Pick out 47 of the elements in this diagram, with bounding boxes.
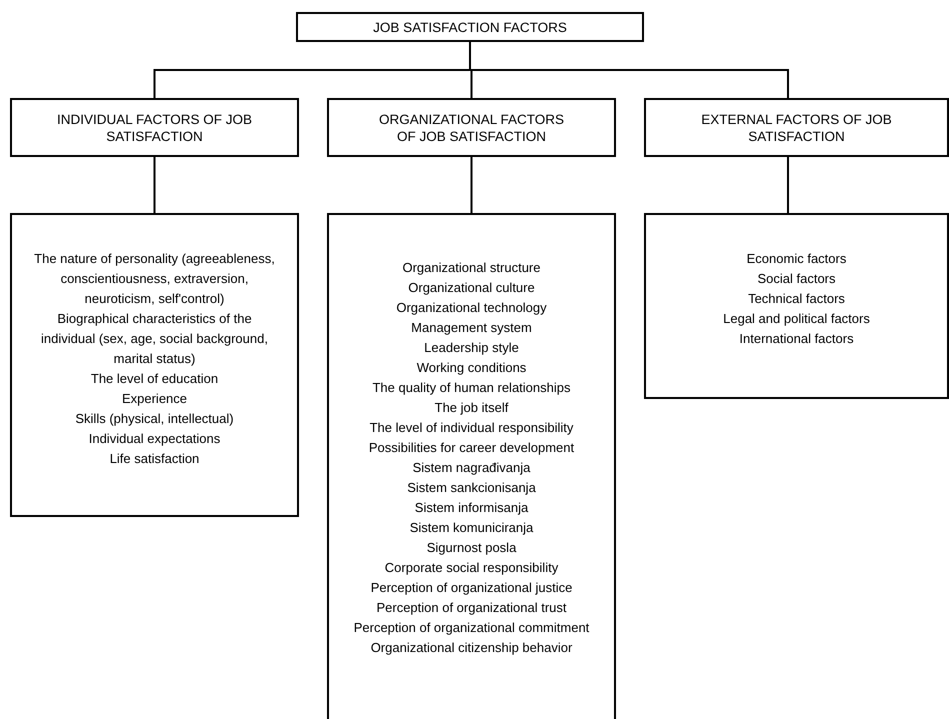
factor-item: Sistem informisanja: [414, 499, 528, 517]
factor-item: Economic factors: [746, 250, 846, 268]
factor-item: Individual expectations: [88, 430, 220, 448]
factor-item: The nature of personality (agreeableness, conscientiousness, extraversion, neuroticism, self'control): [34, 250, 275, 308]
factor-item: The job itself: [434, 399, 508, 417]
factor-item: Sistem nagrađivanja: [412, 459, 530, 477]
factor-item: The quality of human relationships: [372, 379, 570, 397]
factor-item: Sistem sankcionisanja: [407, 479, 536, 497]
root-box: [296, 12, 644, 42]
factor-item: Leadership style: [424, 339, 519, 357]
factor-item: Social factors: [757, 270, 836, 288]
connector-line: [470, 157, 472, 213]
category-box: [327, 98, 616, 157]
factor-item: Life satisfaction: [110, 450, 200, 468]
factor-item: The level of individual responsibility: [370, 419, 574, 437]
factor-item: Perception of organizational justice: [370, 579, 572, 597]
box-title: INDIVIDUAL FACTORS OF JOB SATISFACTION: [56, 110, 254, 144]
factor-item: Organizational technology: [396, 299, 547, 317]
factor-item: Corporate social responsibility: [384, 559, 558, 577]
factor-item: International factors: [739, 330, 854, 348]
factor-list-box: [10, 213, 299, 517]
factor-list-box: [327, 213, 616, 719]
factor-item: Management system: [411, 319, 532, 337]
box-title: ORGANIZATIONAL FACTORS OF JOB SATISFACTION: [378, 110, 566, 144]
factor-item: Perception of organizational commitment: [354, 619, 590, 637]
connector-line: [154, 157, 156, 213]
connector-line: [787, 157, 789, 213]
factor-item: Biographical characteristics of the individual (sex, age, social background, marital status): [40, 310, 269, 368]
factor-item: Skills (physical, intellectual): [75, 410, 234, 428]
connector-line: [469, 42, 789, 98]
factor-item: Organizational citizenship behavior: [370, 639, 572, 657]
factor-item: Perception of organizational trust: [376, 599, 567, 617]
factor-item: Sigurnost posla: [426, 539, 516, 557]
category-box: [10, 98, 299, 157]
factor-item: The level of education: [90, 370, 218, 388]
factor-item: Organizational structure: [402, 259, 540, 277]
box-title: JOB SATISFACTION FACTORS: [373, 18, 567, 36]
factor-item: Legal and political factors: [723, 310, 870, 328]
factor-item: Technical factors: [748, 290, 845, 308]
factor-list-box: [644, 213, 949, 399]
factor-item: Sistem komuniciranja: [410, 519, 534, 537]
category-box: [644, 98, 949, 157]
factor-item: Possibilities for career development: [368, 439, 574, 457]
factor-item: Working conditions: [416, 359, 526, 377]
box-title: EXTERNAL FACTORS OF JOB SATISFACTION: [700, 110, 893, 144]
factor-item: Organizational culture: [408, 279, 535, 297]
factor-item: Experience: [122, 390, 188, 408]
